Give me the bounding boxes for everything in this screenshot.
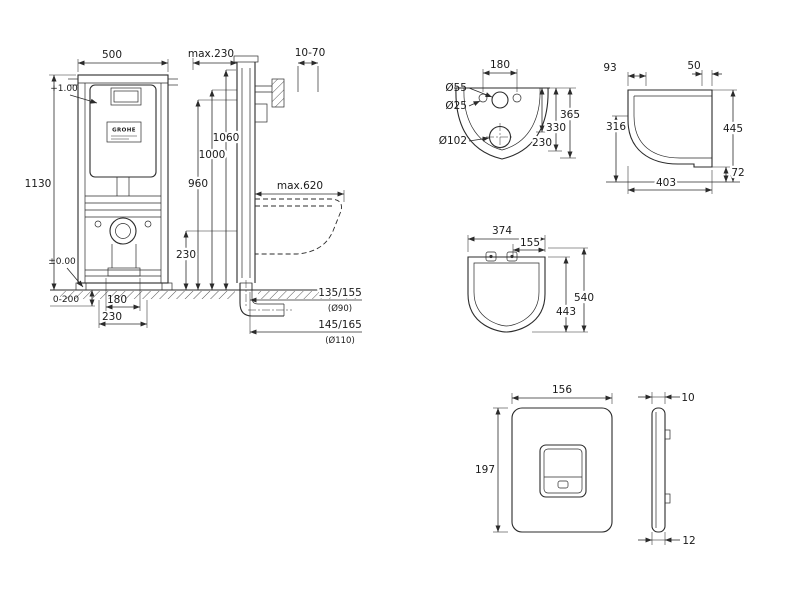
flush-button [539,444,587,498]
dim-depth-max: max.230 [188,48,234,60]
dim-h197: 197 [475,464,495,476]
seat-plan-view: 374 155 540 443 [467,225,596,333]
dim-drain110: 145/165 [318,319,362,331]
wall-anchor-block [271,78,285,108]
dim-w155: 155 [520,237,540,249]
dim-feet-range: 0-200 [53,295,79,305]
frame-front-view: GROHE 500 1130 +1.00 ±0.00 0-200 [25,49,178,328]
dim-d10: 10 [681,392,694,404]
plate-side-view: 10 12 [638,392,696,547]
hinge-right [506,251,518,262]
dim-d12: 12 [682,535,695,547]
dim-frame-height: 1130 [25,178,52,190]
dim-outlet-width: 180 [107,294,127,306]
dim-drain90: 135/155 [318,287,362,299]
hinge-left [485,251,497,262]
dim-h1060: 1060 [213,132,240,144]
dim-frame-width: 500 [102,49,122,61]
level-floor-label: ±0.00 [48,257,76,267]
dim-h316: 316 [606,121,626,133]
plate-front-view: 156 197 [475,384,613,533]
dim-l330: 330 [546,122,566,134]
dim-hole-spacing: 180 [490,59,510,71]
flush-bend [109,217,137,245]
outlet-flange [107,267,141,277]
dim-h230: 230 [176,249,196,261]
frame-side-view: max.230 10-70 1060 1000 960 230 max.620 … [174,47,364,346]
dim-drain90-dia: (Ø90) [328,303,352,314]
dim-d55: Ø55 [445,82,467,94]
dim-plate-depth: 10-70 [295,47,326,59]
floor-line [50,289,360,299]
dim-d25: Ø25 [445,100,467,112]
dim-drain110-dia: (Ø110) [325,335,355,346]
dim-l230: 230 [532,137,552,149]
dim-t50: 50 [687,60,700,72]
cistern [89,84,157,178]
drain-pipe [239,283,284,317]
dim-d403: 403 [656,177,676,189]
dim-w156: 156 [552,384,572,396]
dim-h960: 960 [188,178,208,190]
dim-t93: 93 [603,62,616,74]
bowl-outline-dashed [255,198,342,255]
dim-l443: 443 [556,306,576,318]
dim-l365: 365 [560,109,580,121]
dim-h445: 445 [723,123,743,135]
dim-fixing-width: 230 [102,311,122,323]
flush-inlet [491,91,509,109]
dim-l540: 540 [574,292,594,304]
dim-w374: 374 [492,225,512,237]
dim-d102: Ø102 [439,135,467,147]
bowl-side-view: 93 50 316 445 72 403 [603,60,747,194]
brand-plate [106,121,142,143]
dim-h72: 72 [731,167,744,179]
dim-ext-max: max.620 [277,180,323,192]
level-top-label: +1.00 [50,84,78,94]
bowl-plan-view: 180 Ø55 Ø25 Ø102 230 330 365 [439,59,582,160]
dim-h1000: 1000 [199,149,226,161]
brand-logo-text: GROHE [112,128,136,134]
